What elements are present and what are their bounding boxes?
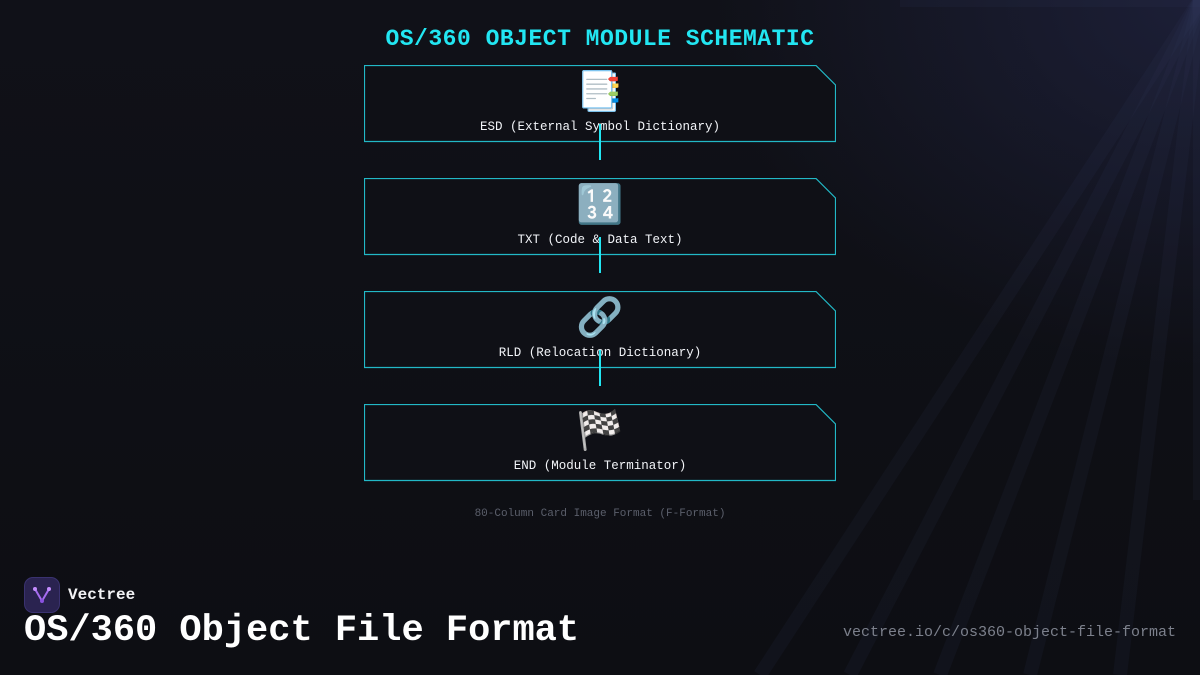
link-icon: 🔗 [576, 295, 624, 339]
brand-name: Vectree [68, 586, 136, 604]
txt-block: 🔢 TXT (Code & Data Text) [364, 178, 836, 256]
vectree-logo-icon [24, 577, 60, 613]
page-title: OS/360 Object File Format [24, 610, 580, 652]
esd-block-frame [364, 65, 836, 143]
rld-block-frame [364, 291, 836, 369]
diagram-footnote: 80-Column Card Image Format (F-Format) [474, 508, 726, 520]
end-block-frame [364, 404, 836, 482]
input-numbers-icon: 🔢 [576, 182, 624, 226]
connector-rld-end [599, 350, 601, 386]
end-block: 🏁 END (Module Terminator) [364, 404, 836, 482]
rld-block: 🔗 RLD (Relocation Dictionary) [364, 291, 836, 369]
connector-txt-rld [599, 237, 601, 273]
brand: Vectree [24, 577, 135, 613]
bookmark-tabs-icon: 📑 [576, 69, 624, 113]
chequered-flag-icon: 🏁 [576, 408, 624, 452]
connector-esd-txt [599, 124, 601, 160]
esd-block: 📑 ESD (External Symbol Dictionary) [364, 65, 836, 143]
end-label: END (Module Terminator) [513, 459, 687, 473]
page-url: vectree.io/c/os360-object-file-format [842, 624, 1176, 641]
txt-block-frame [364, 178, 836, 256]
diagram-title: OS/360 OBJECT MODULE SCHEMATIC [385, 26, 815, 52]
